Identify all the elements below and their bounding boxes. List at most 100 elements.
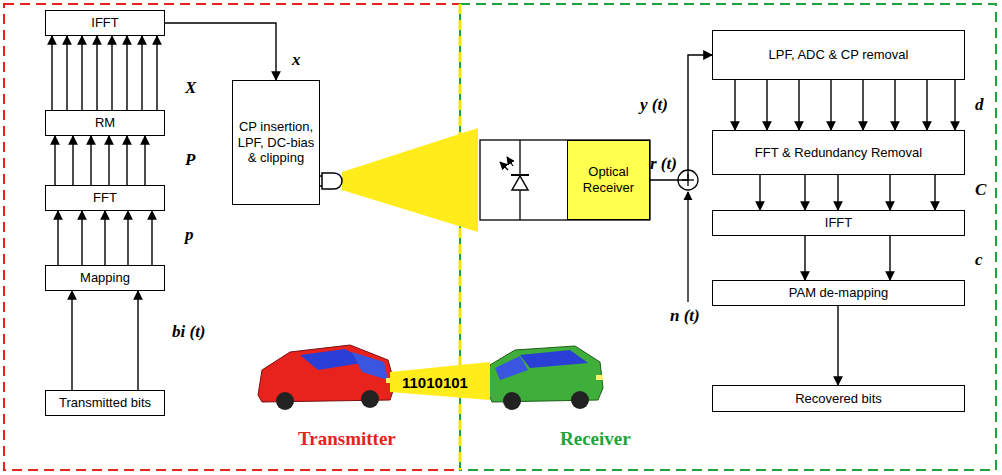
cp-insertion-box: CP insertion, LPF, DC-bias & clipping	[232, 80, 320, 205]
signal-label: c	[975, 250, 983, 270]
connector-line	[71, 291, 72, 390]
connector-line	[54, 136, 55, 185]
connector-line	[111, 36, 112, 110]
connector-line	[104, 211, 105, 265]
fft-box: FFT	[45, 185, 165, 211]
signal-connector	[650, 55, 712, 180]
connector-line	[81, 36, 82, 110]
connector-line	[81, 211, 82, 265]
box-text: Optical Receiver	[572, 164, 645, 195]
signal-connector	[838, 306, 839, 385]
mapping-box: Mapping	[45, 265, 165, 291]
connector-line	[144, 136, 145, 185]
connector-line	[804, 236, 805, 280]
box-text: Mapping	[80, 270, 130, 286]
signal-label: X	[185, 78, 196, 98]
transmitter-frame	[4, 4, 460, 470]
connector-line	[926, 80, 927, 130]
receiver-frame	[460, 4, 996, 470]
box-text: FFT & Redundancy Removal	[755, 145, 922, 161]
connector-line	[156, 36, 157, 110]
signal-connector	[55, 136, 145, 185]
connector-line	[889, 175, 890, 210]
signal-label: n (t)	[670, 306, 700, 326]
signal-label: bi (t)	[172, 322, 206, 342]
car-window	[520, 350, 588, 368]
photodiode-bar	[511, 174, 529, 176]
connector-line	[894, 80, 895, 130]
demapping-box: PAM de-mapping	[712, 280, 965, 306]
box-text: CP insertion, LPF, DC-bias & clipping	[237, 119, 315, 166]
connector-line	[837, 175, 838, 210]
signal-connector	[52, 36, 157, 110]
car-light-beam	[390, 362, 490, 400]
signal-label: r (t)	[650, 154, 677, 174]
box-text: RM	[95, 115, 115, 131]
connector-line	[72, 136, 73, 185]
led-body	[322, 173, 342, 189]
signal-connector	[58, 211, 152, 265]
box-text: Recovered bits	[795, 391, 882, 407]
box-text: LPF, ADC & CP removal	[769, 47, 909, 63]
connector-line	[759, 175, 760, 210]
ifft-box: IFFT	[45, 10, 165, 36]
light-arrow	[500, 162, 508, 170]
connector-line	[127, 211, 128, 265]
light-arrow	[507, 157, 513, 166]
connector-line	[650, 55, 712, 180]
connector-line	[90, 136, 91, 185]
connector-line	[954, 80, 955, 130]
connector-line	[766, 80, 767, 130]
divider-line	[459, 4, 462, 470]
signal-label: d	[975, 95, 984, 115]
bits-box: Transmitted bits	[45, 390, 165, 416]
connector-line	[862, 80, 863, 130]
signal-connector	[165, 23, 276, 80]
section-title: Transmitter	[298, 428, 396, 450]
signal-connector	[805, 236, 890, 280]
bits-box: Recovered bits	[712, 385, 965, 412]
connector-line	[804, 175, 805, 210]
connector-line	[108, 136, 109, 185]
lpf-adc-box: LPF, ADC & CP removal	[712, 30, 965, 80]
car-window	[495, 356, 528, 380]
connector-line	[137, 291, 138, 390]
signal-label: P	[185, 150, 195, 170]
car-wheel	[503, 392, 521, 410]
noise-arrow	[687, 192, 688, 302]
connector-line	[798, 80, 799, 130]
ifft-box: IFFT	[712, 210, 965, 236]
signal-label: p	[185, 225, 194, 245]
connector-line	[51, 36, 52, 110]
connector-line	[126, 36, 127, 110]
connector-line	[165, 23, 276, 80]
box-text: FFT	[93, 190, 117, 206]
fft-redundancy-box: FFT & Redundancy Removal	[712, 130, 965, 175]
car-wheel	[361, 390, 379, 408]
connector-line	[151, 211, 152, 265]
car-wheel	[276, 392, 294, 410]
connector-line	[734, 80, 735, 130]
connector-line	[96, 36, 97, 110]
bitstream-label: 11010101	[402, 374, 468, 391]
optical-receiver-box: Optical Receiver	[567, 140, 650, 220]
photodiode-triangle	[512, 176, 528, 190]
car-roof	[352, 352, 388, 380]
car-taillight	[596, 375, 603, 380]
box-text: PAM de-mapping	[789, 285, 888, 301]
connector-line	[889, 236, 890, 280]
red-car	[258, 345, 395, 410]
connector-line	[126, 136, 127, 185]
connector-line	[57, 211, 58, 265]
photodetector-housing	[480, 140, 650, 220]
photodiode-symbol	[500, 140, 529, 220]
signal-connector	[760, 175, 935, 210]
signal-label: y (t)	[640, 95, 668, 115]
box-text: IFFT	[91, 15, 118, 31]
signal-label: C	[975, 180, 986, 200]
green-car	[486, 346, 603, 410]
signal-connector	[72, 291, 138, 390]
signal-label: x	[292, 50, 301, 70]
signal-connector	[735, 80, 955, 130]
